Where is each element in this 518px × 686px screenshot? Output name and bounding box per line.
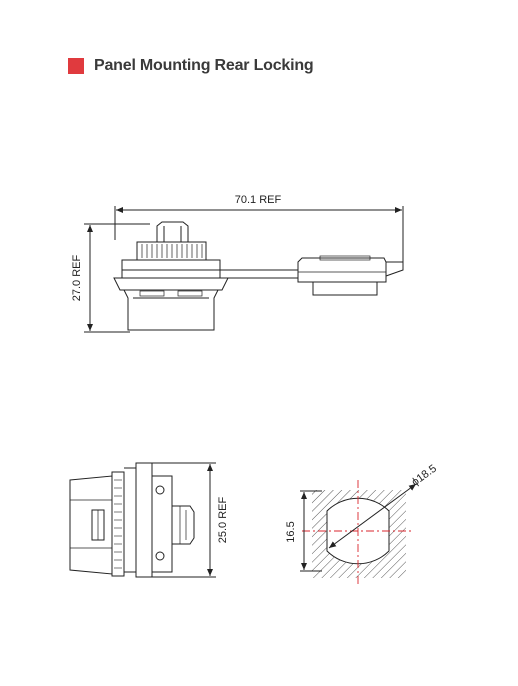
panel-cutout — [300, 480, 417, 585]
diameter-leader — [328, 483, 417, 549]
top-latch — [156, 221, 189, 242]
thread-section — [111, 471, 125, 577]
front-connector — [151, 475, 173, 573]
flange — [121, 259, 221, 279]
width-dimension-label: 70.1 REF — [235, 194, 282, 206]
lock-nut — [113, 277, 229, 291]
diameter-label: ϕ18.5 — [410, 463, 439, 489]
height-dimension-label: 27.0 REF — [71, 254, 83, 301]
front-view — [69, 462, 216, 578]
section-header: Panel Mounting Rear Locking — [68, 55, 314, 77]
rear-housing — [69, 475, 113, 575]
mating-plug-body — [297, 257, 387, 283]
lower-housing — [123, 289, 219, 331]
page-title: Panel Mounting Rear Locking — [94, 57, 314, 74]
mating-plug-skirt — [312, 281, 378, 296]
panel-flange — [135, 462, 153, 578]
flat-dimension-label: 16.5 — [285, 521, 297, 542]
screw-bottom — [155, 551, 165, 561]
screw-top — [155, 485, 165, 495]
front-latch — [172, 505, 195, 545]
side-view — [84, 206, 404, 333]
front-height-dimension-label: 25.0 REF — [217, 496, 229, 543]
header-marker — [68, 58, 84, 74]
ribbed-body — [136, 241, 207, 261]
mating-plug-tail — [385, 261, 404, 277]
